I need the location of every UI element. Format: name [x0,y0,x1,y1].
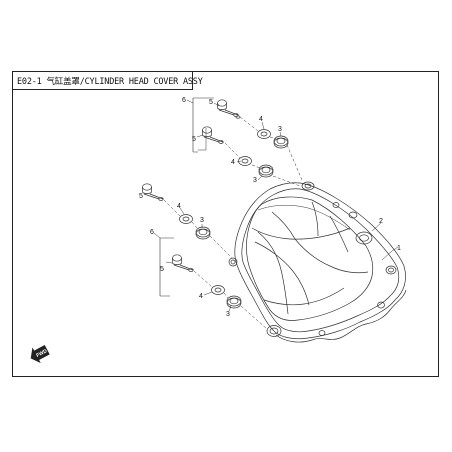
callout-6b: 6 [150,229,154,236]
title-block: E02-1 气缸盖罩/CYLINDER HEAD COVER ASSY [13,72,203,90]
callout-5a: 5 [209,99,213,106]
seal-b-upper [258,164,274,178]
bolt-c-lower [142,183,164,201]
diagram-frame: E02-1 气缸盖罩/CYLINDER HEAD COVER ASSY [12,71,439,377]
bolt-d-lower [172,254,194,272]
seal-a-upper [273,135,289,149]
callout-2: 2 [379,218,383,225]
diagram-title: E02-1 气缸盖罩/CYLINDER HEAD COVER ASSY [17,77,203,87]
callout-3d: 3 [226,311,230,318]
washer-c-lower [179,214,193,224]
callout-3b: 3 [253,177,257,184]
bolt-b-upper [202,126,224,144]
cylinder-head-cover [228,181,407,343]
callout-4a: 4 [259,116,263,123]
bolt-group-lower [142,183,242,309]
bolt-group-upper [192,97,289,178]
leader-lines [153,99,399,312]
callout-3c: 3 [200,217,204,224]
washer-a-upper [257,129,271,139]
callout-5d: 5 [160,266,164,273]
callout-4d: 4 [199,293,203,300]
callout-4c: 4 [177,203,181,210]
callout-4b: 4 [231,159,235,166]
fwd-label: FWD [35,348,48,359]
callout-1: 1 [397,245,401,252]
seal-d-lower [226,295,242,309]
seal-c-lower [195,226,211,240]
callout-numbers: 1 2 3 3 3 3 4 4 4 4 5 5 5 5 6 6 [139,97,401,318]
callout-3a: 3 [278,126,282,133]
callout-5b: 5 [192,136,196,143]
bolt-a-upper [217,99,241,119]
washer-b-upper [238,156,252,166]
fwd-arrow-icon: FWD [30,344,50,364]
washer-d-lower [211,285,225,295]
assembly-lines [163,116,303,329]
callout-6a: 6 [182,97,186,104]
callout-5c: 5 [139,193,143,200]
